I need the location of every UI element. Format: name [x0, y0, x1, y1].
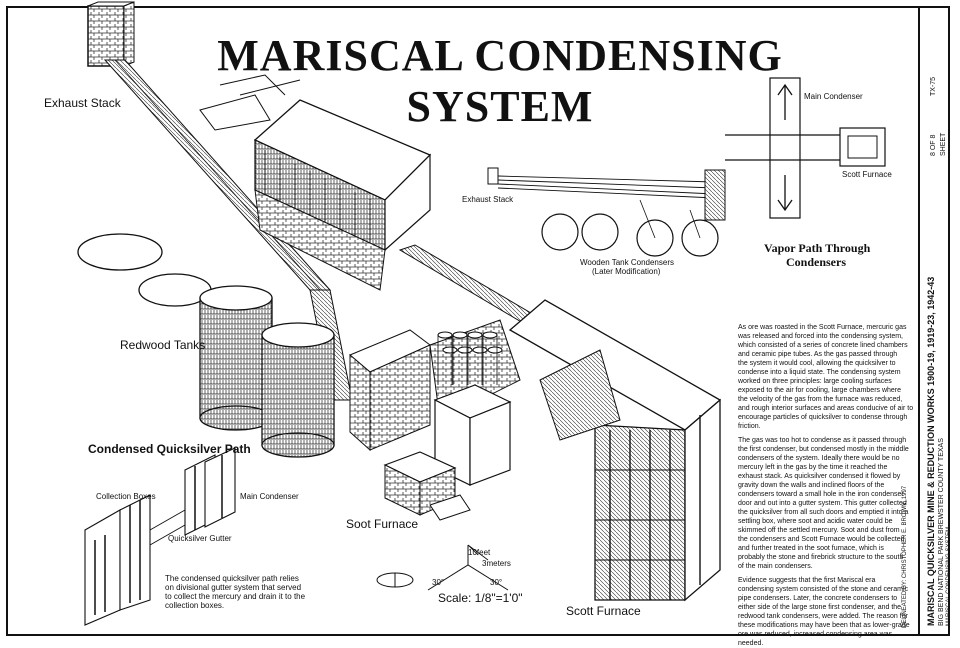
title-block-line-2: BIG BEND NATIONAL PARK BREWSTER COUNTY T… — [938, 438, 945, 626]
desc-line: the quicksilver from all such doors and … — [738, 509, 909, 516]
desc-line: probably the stone and firebrick structu… — [738, 554, 904, 561]
desc-line: condensers toward a small hole in the ir… — [738, 491, 904, 498]
desc-line: of the main condensers. — [738, 563, 813, 570]
tank-platform-1 — [77, 233, 163, 271]
desc-line: which consisted of a series of concrete … — [738, 342, 908, 349]
sheet-border — [6, 6, 950, 636]
desc-line: was released and forced into the condens… — [738, 333, 903, 340]
desc-line: condensing system consisted of the stone… — [738, 586, 909, 593]
label-collection-boxes: Collection Boxes — [96, 492, 156, 501]
title-block-line-1: MARISCAL QUICKSILVER MINE & REDUCTION WO… — [926, 276, 936, 626]
gutter-caption-2: on divisional gutter system that served — [165, 583, 302, 592]
sheet-number: 8 OF 8 — [930, 134, 937, 156]
label-main-condenser: Main Condenser — [240, 492, 299, 501]
label-vapor-path-1: Vapor Path Through — [764, 241, 871, 255]
desc-line: skimmed off the settled mercury. Soot an… — [738, 527, 900, 534]
desc-line: the velocity of the gas from the furnace… — [738, 396, 903, 403]
desc-line: and ceramic pipe tubes. As the gas passe… — [738, 351, 898, 358]
soot-furnace-drawing — [383, 451, 471, 521]
desc-line: exposed to the air for cooling, large ch… — [738, 387, 902, 394]
ceramic-pipe-condensers — [437, 331, 503, 385]
desc-line: door and out into a gutter system. This … — [738, 500, 907, 507]
desc-line: redwood tank condensers, were added. The… — [738, 613, 908, 620]
desc-line: gravity down the walls and inclined floo… — [738, 482, 885, 489]
desc-line: settling box, where soot and acidic wate… — [738, 518, 893, 525]
label-wooden-tank-2: (Later Modification) — [592, 267, 661, 276]
label-angle-right: 30° — [490, 578, 503, 587]
desc-line: condensers of the system. Ideally there … — [738, 455, 900, 462]
desc-line: Evidence suggests that the first Marisca… — [738, 577, 876, 584]
label-condensed-quicksilver-path: Condensed Quicksilver Path — [88, 442, 251, 456]
label-redwood-tanks: Redwood Tanks — [120, 338, 206, 352]
upper-condenser-building — [199, 74, 432, 291]
drawn-by: DELINEATED BY: CHRISTOPHER E. BROWN, 199… — [902, 485, 908, 628]
sheet-label: SHEET — [940, 132, 947, 156]
label-scott-furnace: Scott Furnace — [566, 604, 641, 618]
scott-furnace-drawing — [508, 299, 722, 602]
gutter-caption-1: The condensed quicksilver path relies — [165, 574, 299, 583]
desc-line: worked on three principles: large coolin… — [738, 378, 892, 385]
label-inset-scott-furnace: Scott Furnace — [842, 170, 892, 179]
drawing-title: MARISCAL CONDENSING SYSTEM — [217, 31, 783, 131]
desc-line: friction. — [738, 423, 761, 430]
desc-line: ore was reduced, increased condensing ar… — [738, 631, 893, 638]
exhaust-stack-drawing — [87, 1, 135, 67]
scale-diagram — [376, 544, 509, 591]
label-scale: Scale: 1/8"=1'0" — [438, 591, 523, 605]
gutter-caption-4: collection boxes. — [165, 601, 225, 610]
label-quicksilver-gutter: Quicksilver Gutter — [168, 534, 232, 543]
desc-line: mercury left in the gas by the time it r… — [738, 464, 888, 471]
label-scale-meters: 3meters — [482, 559, 511, 568]
label-soot-furnace: Soot Furnace — [346, 517, 419, 531]
haer-number: TX-75 — [930, 76, 937, 96]
stone-condenser-block — [349, 319, 521, 452]
desc-line: and further treated in the soot furnace,… — [738, 545, 884, 552]
desc-line: either side of the large stone first con… — [738, 604, 902, 611]
desc-line: these modifications may have been that a… — [738, 622, 910, 629]
label-vapor-path-2: Condensers — [786, 255, 847, 269]
label-inset-exhaust-stack: Exhaust Stack — [462, 195, 514, 204]
desc-line: As ore was roasted in the Scott Furnace,… — [738, 324, 907, 331]
desc-line: and rough interior surfaces and areas co… — [738, 405, 914, 412]
label-angle-left: 30° — [432, 578, 445, 587]
title-block-line-3: MARISCAL CONDENSING SYSTEM — [946, 526, 952, 626]
gutter-caption-3: to collect the mercury and drain it to t… — [165, 592, 306, 601]
desc-line: encourage particles of quicksilver to co… — [738, 414, 908, 421]
desc-line: the system it would cool, allowing the q… — [738, 360, 896, 367]
description-text: As ore was roasted in the Scott Furnace,… — [738, 323, 914, 648]
label-inset-main-condenser: Main Condenser — [804, 92, 863, 101]
desc-line: condense into a liquid state. The conden… — [738, 369, 901, 376]
desc-line: the condensers and Scott Furnace would b… — [738, 536, 905, 543]
label-wooden-tank-1: Wooden Tank Condensers — [580, 258, 674, 267]
desc-line: exhaust stack. As quicksilver condensed … — [738, 473, 901, 480]
title-block: MARISCAL QUICKSILVER MINE & REDUCTION WO… — [918, 6, 952, 636]
desc-line: The gas was too hot to condense as it pa… — [738, 437, 907, 444]
desc-line: pipe condensers. Later, the concrete con… — [738, 595, 898, 602]
label-exhaust-stack: Exhaust Stack — [44, 96, 121, 110]
quicksilver-path-inset — [84, 447, 236, 626]
redwood-tank-2 — [261, 322, 335, 458]
label-scale-feet: 10feet — [468, 548, 491, 557]
desc-line: the first condenser, but condensed mostl… — [738, 446, 909, 453]
concrete-block — [433, 384, 512, 486]
desc-line: needed. — [738, 640, 764, 647]
redwood-tank-1 — [199, 285, 273, 431]
vapor-path-inset — [487, 77, 886, 257]
